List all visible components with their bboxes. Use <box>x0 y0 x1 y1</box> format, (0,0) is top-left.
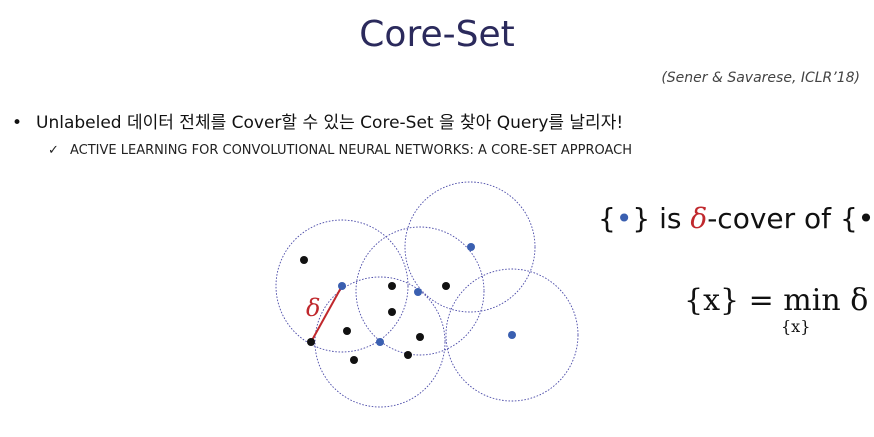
data-point <box>307 338 315 346</box>
open-brace-2: { <box>839 202 858 235</box>
cover-circle <box>445 268 579 402</box>
cover-statement: {•} is δ-cover of {•} <box>598 202 874 235</box>
cover-text: -cover of <box>707 202 840 235</box>
formula-main: {x} = min δ <box>684 283 869 318</box>
cover-circle <box>355 226 485 356</box>
check-icon: ✓ <box>48 143 59 158</box>
black-dot-icon: • <box>857 202 874 235</box>
data-point <box>343 327 351 335</box>
center-point <box>508 331 516 339</box>
sub-bullet: ✓ ACTIVE LEARNING FOR CONVOLUTIONAL NEURA… <box>48 143 632 158</box>
data-point <box>404 351 412 359</box>
data-point <box>388 282 396 290</box>
data-point <box>416 333 424 341</box>
cover-circle <box>404 181 536 313</box>
data-point <box>388 308 396 316</box>
bullet-text: Unlabeled 데이터 전체를 Cover할 수 있는 Core-Set 을… <box>36 113 624 133</box>
delta-radius-line <box>310 285 343 343</box>
is-text: is <box>650 202 691 235</box>
center-point <box>467 243 475 251</box>
close-brace: } <box>632 202 651 235</box>
center-point <box>376 338 384 346</box>
bullet-marker: • <box>12 113 23 133</box>
open-brace: { <box>598 202 616 235</box>
main-bullet: • Unlabeled 데이터 전체를 Cover할 수 있는 Core-Set … <box>12 108 623 133</box>
delta-label: δ <box>306 294 320 322</box>
min-formula: {x} = min δ {x} <box>684 283 869 336</box>
blue-dot-icon: • <box>615 202 633 235</box>
citation: (Sener & Savarese, ICLR’18) <box>661 70 860 86</box>
center-point <box>414 288 422 296</box>
sub-bullet-text: ACTIVE LEARNING FOR CONVOLUTIONAL NEURAL… <box>70 143 632 158</box>
slide-title: Core-Set <box>359 14 515 55</box>
cover-circle <box>275 219 409 353</box>
data-point <box>442 282 450 290</box>
center-point <box>338 282 346 290</box>
delta-symbol: δ <box>690 202 708 235</box>
formula-subscript: {x} <box>781 317 811 336</box>
data-point <box>350 356 358 364</box>
cover-circle <box>314 276 446 408</box>
data-point <box>300 256 308 264</box>
